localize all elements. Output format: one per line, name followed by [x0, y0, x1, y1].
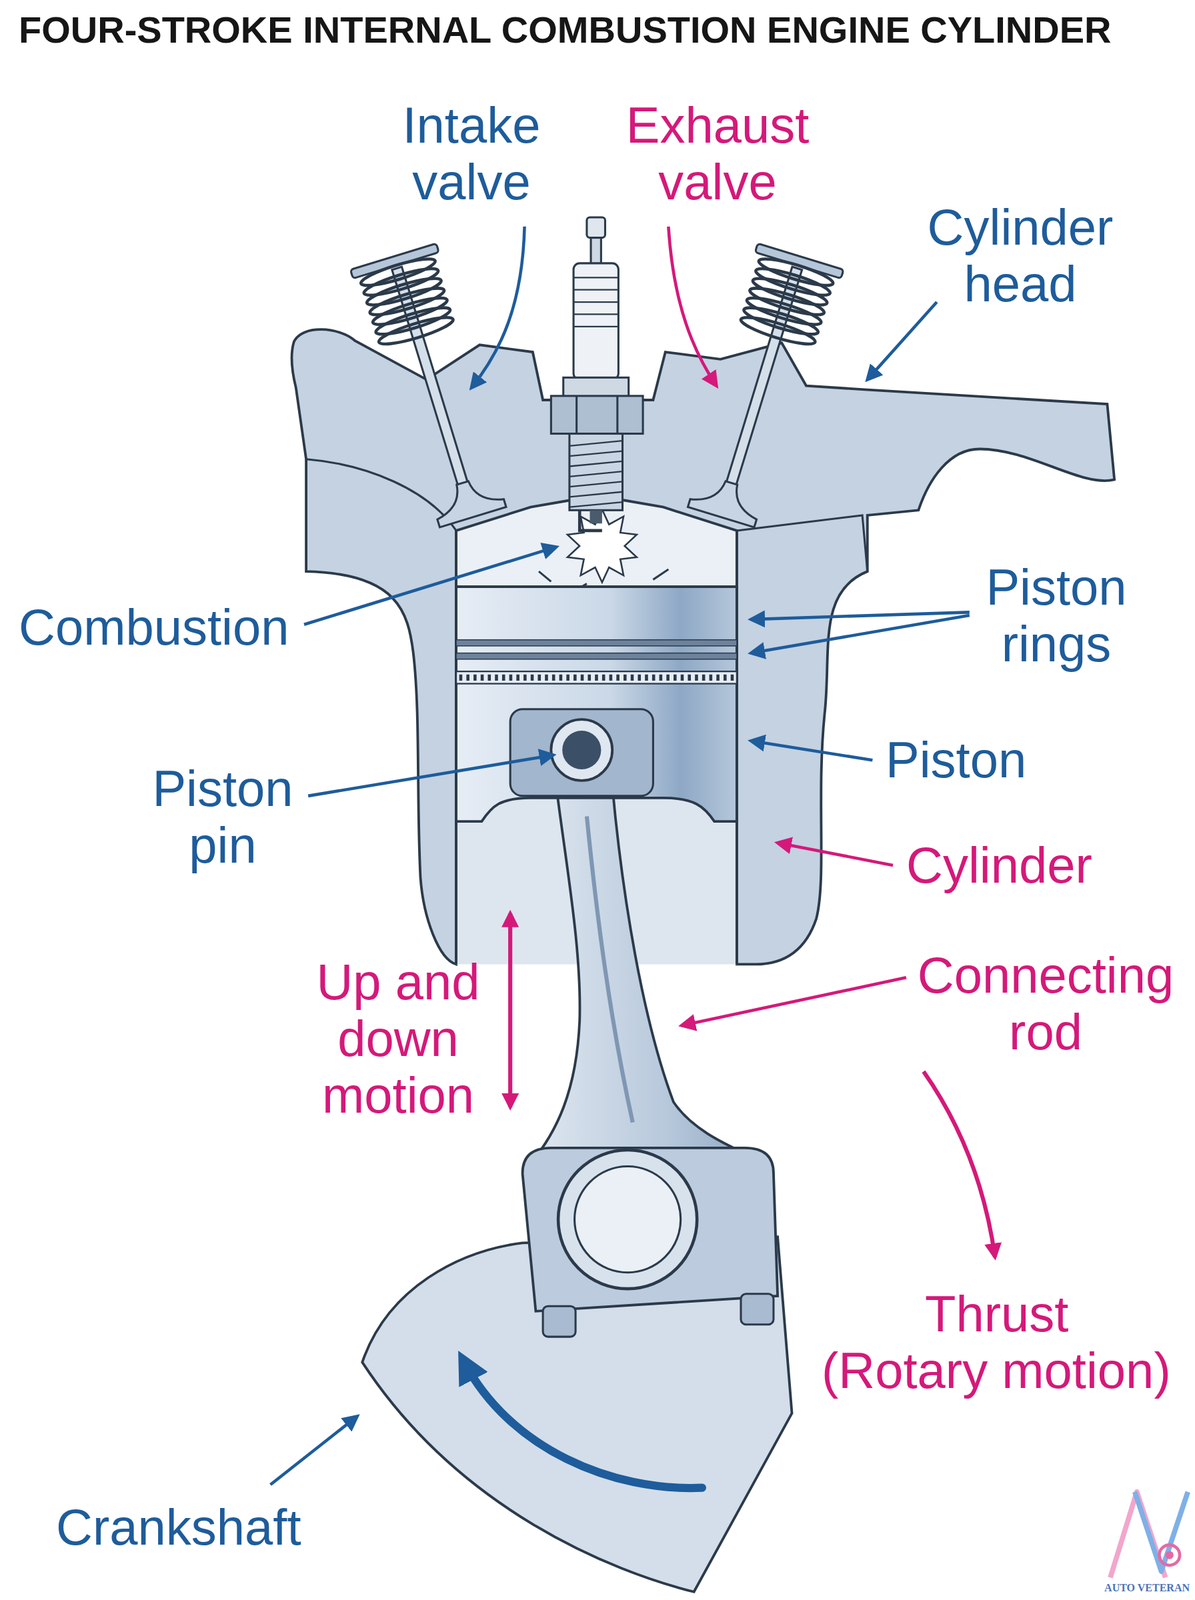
leader-line	[750, 615, 969, 654]
leader-line	[750, 740, 873, 761]
part-label: Cylinder	[906, 836, 1093, 894]
flash-crack	[538, 569, 669, 587]
rod-bearing-inner	[574, 1166, 681, 1273]
watermark-logo	[1110, 1492, 1188, 1579]
leader-line	[681, 977, 907, 1026]
spark-plug	[550, 217, 643, 531]
leader-line	[750, 612, 969, 620]
combustion-flash	[567, 509, 637, 583]
rod-web	[586, 816, 633, 1123]
motion-arrow	[508, 913, 513, 1108]
head-edge	[306, 459, 457, 531]
leader-line	[304, 546, 557, 625]
piston-ring	[456, 653, 737, 660]
piston-ring	[456, 640, 737, 647]
piston	[456, 586, 737, 822]
leader-line	[270, 1416, 358, 1486]
leader-line	[471, 226, 525, 389]
intake-valve	[350, 243, 516, 531]
connecting-rod-beam	[530, 786, 756, 1164]
cylinder-head-block	[292, 329, 1115, 965]
rod-bolt	[542, 1306, 576, 1338]
leader-line	[308, 755, 553, 797]
part-label: Piston pin	[152, 760, 293, 874]
block-top-edge	[736, 515, 868, 572]
thrust-arrow	[923, 1071, 995, 1258]
combustion-chamber	[456, 500, 737, 587]
leader-line	[777, 842, 893, 866]
rotation-arrow	[464, 1362, 703, 1489]
piston-pin-boss	[510, 709, 653, 797]
watermark-text: AUTO VETERAN	[1104, 1582, 1190, 1595]
part-label: Cylinder head	[927, 198, 1114, 313]
oil-ring-slots	[459, 674, 735, 681]
piston-pin	[550, 719, 613, 781]
piston-pin-bore	[562, 730, 601, 770]
part-label: Intake valve	[402, 96, 541, 211]
motion-label: Thrust (Rotary motion)	[821, 1285, 1182, 1400]
exhaust-valve	[678, 243, 844, 531]
oil-ring	[456, 671, 737, 684]
part-label: Connecting rod	[917, 946, 1175, 1061]
leader-line	[867, 302, 937, 380]
part-label: Combustion	[18, 598, 290, 656]
rod-bearing	[558, 1150, 697, 1290]
motion-label: Up and down motion	[298, 953, 499, 1124]
diagram-title: FOUR-STROKE INTERNAL COMBUSTION ENGINE C…	[18, 9, 1112, 51]
part-label: Crankshaft	[56, 1499, 302, 1556]
leader-line	[668, 226, 717, 387]
part-label: Piston	[885, 731, 1027, 789]
rod-big-end	[522, 1148, 779, 1312]
rod-bolt	[740, 1294, 774, 1326]
part-label: Exhaust valve	[626, 96, 810, 211]
part-label: Piston rings	[985, 558, 1127, 673]
